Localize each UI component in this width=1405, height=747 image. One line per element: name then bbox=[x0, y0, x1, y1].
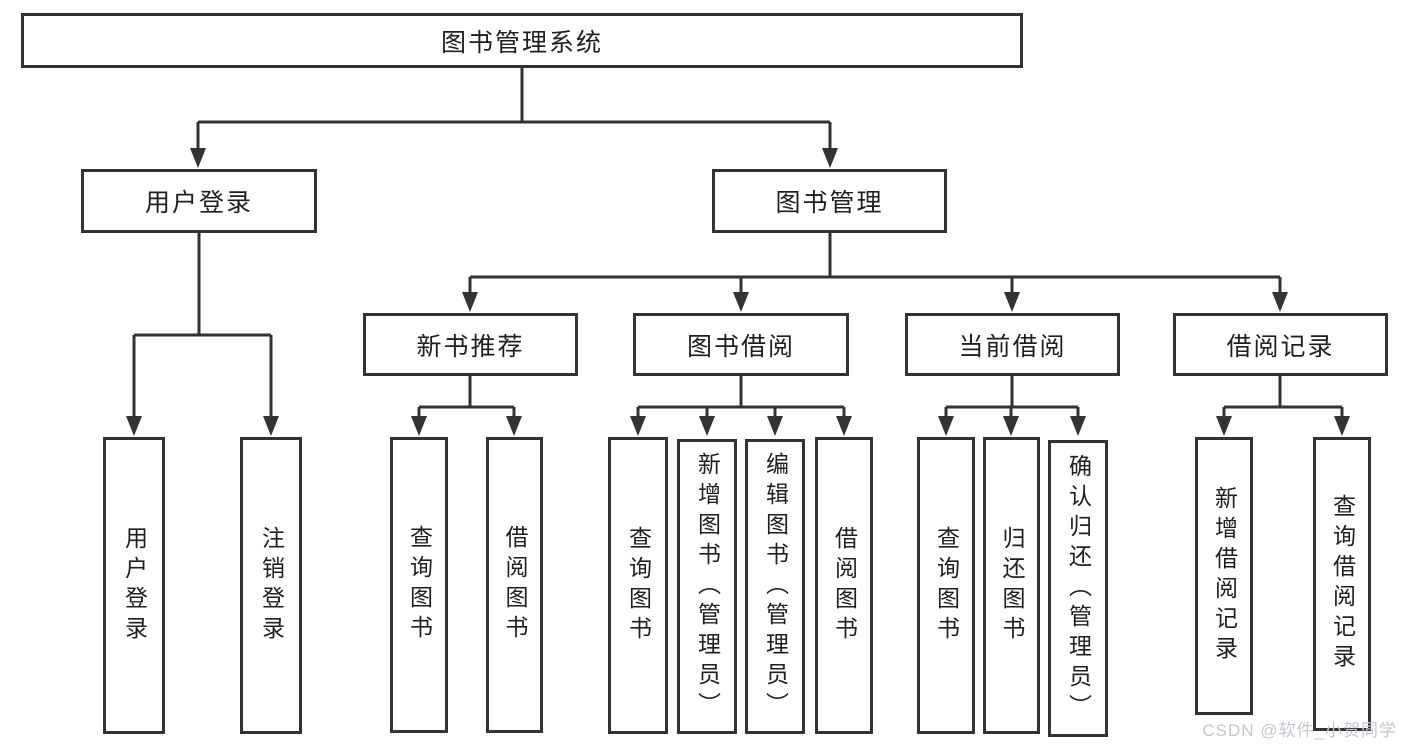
node-label: 用户登录 bbox=[144, 189, 253, 217]
node-label: 查询图书 bbox=[406, 525, 433, 645]
node-leaf-confirm-return-admin: 确认归还（管理员） bbox=[1048, 440, 1108, 737]
node-leaf-query-borrow-record: 查询借阅记录 bbox=[1313, 437, 1371, 731]
node-new-book-recommendation: 新书推荐 bbox=[363, 313, 578, 376]
node-leaf-query-books-rec: 查询图书 bbox=[390, 437, 448, 733]
node-label: 新增借阅记录 bbox=[1211, 486, 1238, 666]
node-label: 归还图书 bbox=[999, 525, 1025, 646]
node-leaf-borrow-books: 借阅图书 bbox=[815, 437, 873, 734]
csdn-watermark: CSDN @软件_小贺同学 bbox=[1202, 721, 1397, 740]
node-leaf-query-books-borrow: 查询图书 bbox=[608, 437, 668, 734]
node-root-system: 图书管理系统 bbox=[21, 13, 1023, 68]
node-label: 图书管理系统 bbox=[440, 28, 603, 57]
node-label: 编辑图书（管理员） bbox=[762, 451, 789, 722]
node-label: 查询借阅记录 bbox=[1329, 494, 1356, 674]
node-label: 注销登录 bbox=[258, 525, 285, 646]
node-label: 借阅图书 bbox=[831, 525, 858, 646]
node-leaf-logout: 注销登录 bbox=[240, 437, 302, 734]
node-label: 确认归还（管理员） bbox=[1065, 453, 1092, 724]
node-label: 当前借阅 bbox=[958, 332, 1067, 361]
node-borrowing-records: 借阅记录 bbox=[1173, 313, 1388, 376]
node-label: 借阅记录 bbox=[1226, 332, 1335, 361]
node-leaf-user-login: 用户登录 bbox=[103, 437, 165, 734]
node-book-management-module: 图书管理 bbox=[712, 169, 947, 233]
node-label: 用户登录 bbox=[121, 525, 148, 646]
node-leaf-borrow-books-rec: 借阅图书 bbox=[486, 437, 543, 733]
node-leaf-query-books-current: 查询图书 bbox=[917, 437, 975, 734]
node-leaf-edit-books-admin: 编辑图书（管理员） bbox=[745, 439, 805, 734]
node-label: 图书借阅 bbox=[686, 332, 795, 361]
node-label: 查询图书 bbox=[933, 525, 960, 646]
node-book-borrowing: 图书借阅 bbox=[633, 313, 849, 376]
node-label: 借阅图书 bbox=[502, 525, 528, 645]
node-current-borrowing: 当前借阅 bbox=[905, 313, 1120, 376]
node-leaf-return-books: 归还图书 bbox=[983, 437, 1040, 734]
node-label: 图书管理 bbox=[775, 189, 884, 217]
connector-path bbox=[132, 68, 1344, 421]
node-label: 新书推荐 bbox=[416, 332, 525, 361]
node-label: 新增图书（管理员） bbox=[694, 451, 721, 722]
arrowheads bbox=[126, 148, 1350, 436]
node-leaf-add-borrow-record: 新增借阅记录 bbox=[1195, 437, 1253, 715]
node-user-login-module: 用户登录 bbox=[81, 169, 317, 233]
node-leaf-add-books-admin: 新增图书（管理员） bbox=[677, 439, 737, 734]
node-label: 查询图书 bbox=[625, 525, 652, 646]
